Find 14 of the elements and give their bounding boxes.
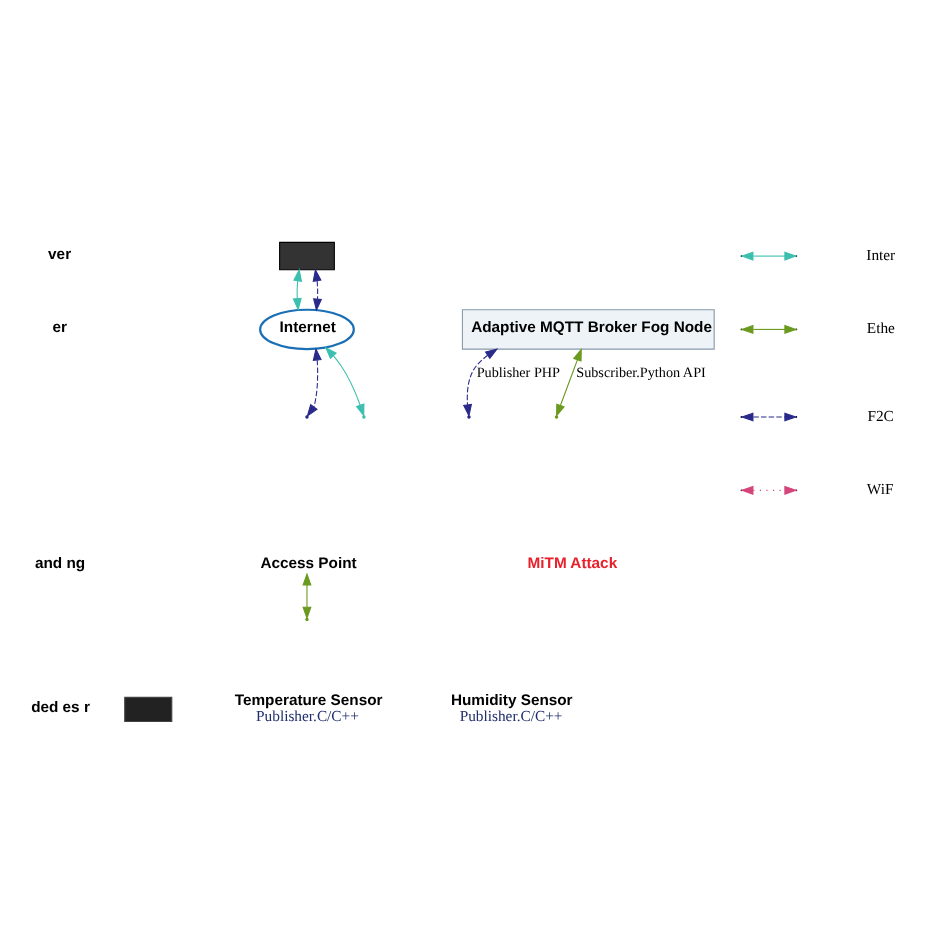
legend-label: Inter <box>865 246 895 265</box>
node-box <box>278 241 334 271</box>
arrow <box>301 572 311 620</box>
arrow <box>291 268 302 312</box>
arrow <box>461 348 498 418</box>
arrow <box>305 347 321 418</box>
node-label: Publisher.C/C++ <box>458 706 562 725</box>
arrow <box>323 346 364 418</box>
arrow <box>311 268 322 312</box>
legend-label: Ethe <box>865 319 894 338</box>
node-label: Publisher.C/C++ <box>255 706 358 725</box>
legend-label: WiF <box>865 480 893 499</box>
node-box <box>123 696 172 722</box>
legend-label: F2C <box>866 407 893 426</box>
